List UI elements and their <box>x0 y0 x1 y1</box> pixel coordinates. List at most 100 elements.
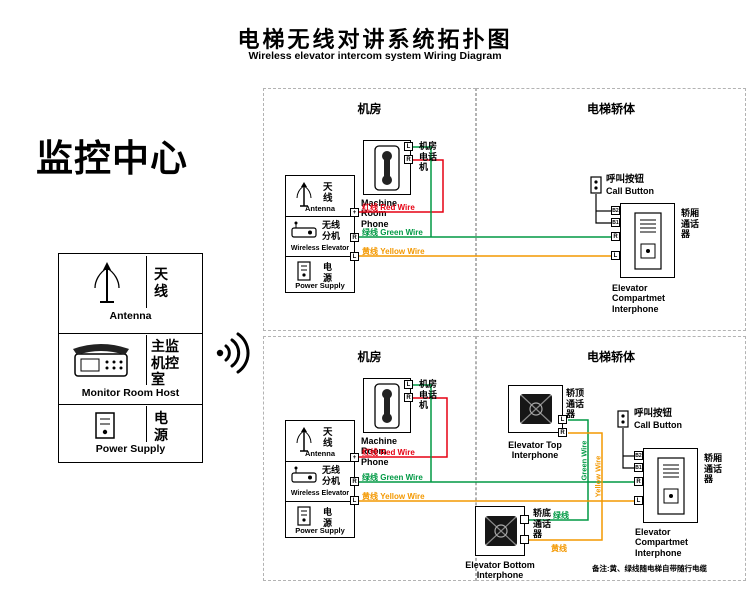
terminal-plus: + <box>350 453 359 462</box>
cell-divider <box>146 335 147 385</box>
monitor-center-heading: 监控中心 <box>36 138 188 179</box>
green-wire-label: 绿线 Green Wire <box>362 473 423 482</box>
yellow-wire-vertical-label: Yellow Wire <box>593 455 603 498</box>
terminal-l: L <box>558 415 567 424</box>
terminal-r: R <box>404 155 413 164</box>
footnote: 备注:黄、绿线随电梯自带随行电缆 <box>592 564 707 573</box>
terminal-l: L <box>350 252 359 261</box>
terminal <box>520 535 529 544</box>
wireless-power-label-cn: 电源 <box>323 262 333 283</box>
red-wire-label: 红线 Red Wire <box>362 448 415 457</box>
compartment-interphone-box <box>643 448 698 523</box>
terminal-r: R <box>558 428 567 437</box>
call-button-label-cn: 呼叫按钮 <box>606 174 645 185</box>
elevator-body-region <box>476 88 746 331</box>
monitor-antenna-label-cn: 天线 <box>154 266 168 299</box>
yellow-wire-label: 黄线 Yellow Wire <box>362 247 425 256</box>
green-wire-label: 绿线 Green Wire <box>362 228 423 237</box>
wireless-power-label-cn: 电源 <box>323 507 333 528</box>
wireless-extension-label-cn: 无线分机 <box>322 465 341 486</box>
wireless-power-label-en: Power Supply <box>295 526 345 535</box>
machine-room-region <box>263 336 476 581</box>
terminal <box>520 515 529 524</box>
panel-divider <box>59 333 202 334</box>
speaker-icon <box>485 516 517 546</box>
antenna-icon <box>94 262 120 303</box>
compartment-interphone-box <box>620 203 675 278</box>
terminal-b1: B1 <box>611 218 620 227</box>
call-button-icon <box>590 176 602 194</box>
cell-divider <box>286 216 354 217</box>
cell-divider <box>146 406 147 442</box>
page-title: 电梯无线对讲系统拓扑图 <box>237 27 513 52</box>
terminal-r: R <box>350 233 359 242</box>
monitor-host-label-en: Monitor Room Host <box>81 387 180 399</box>
panel-divider <box>59 404 202 405</box>
elevator-top-interphone-box <box>508 385 563 433</box>
machine-room-region <box>263 88 476 331</box>
monitor-host-label-cn: 主监机控室 <box>151 338 179 388</box>
terminal-r: R <box>611 232 620 241</box>
monitor-center-panel: 天线 Antenna 主监机控室 Monitor Room Host 电源 Po… <box>58 253 203 463</box>
terminal-r: R <box>404 393 413 402</box>
compartment-label-cn: 轿厢通话器 <box>704 453 723 485</box>
cell-divider <box>286 461 354 462</box>
machine-phone-label-cn: 机房电话机 <box>419 141 438 173</box>
terminal-plus: + <box>350 208 359 217</box>
terminal-b2: B2 <box>634 451 643 460</box>
wireless-extension-label-en: Wireless Elevator <box>290 490 350 497</box>
compartment-label-en: Elevator Compartmet Interphone <box>635 527 689 558</box>
antenna-icon <box>296 182 312 207</box>
bottom-interphone-label-en: Elevator Bottom Interphone <box>465 560 535 581</box>
wireless-antenna-label-en: Antenna <box>305 449 335 458</box>
monitor-power-label-cn: 电源 <box>154 410 168 443</box>
elevator-bottom-interphone-box <box>475 506 525 556</box>
section-label-elevator-body: 电梯轿体 <box>586 350 635 364</box>
wireless-antenna-label-cn: 天线 <box>323 182 333 205</box>
interphone-icon <box>634 212 662 270</box>
wireless-elevator-unit: 天线 Antenna 无线分机 Wireless Elevator 电源 Pow… <box>285 175 355 293</box>
handset-phone-icon <box>374 383 400 429</box>
wireless-antenna-label-cn: 天线 <box>323 427 333 450</box>
monitor-antenna-label-en: Antenna <box>109 310 152 322</box>
green-wire-short-label: 绿线 <box>553 511 569 520</box>
cell-divider <box>286 501 354 502</box>
antenna-icon <box>296 427 312 452</box>
wireless-extension-icon <box>291 466 317 483</box>
page-subtitle: Wireless elevator intercom system Wiring… <box>248 50 502 62</box>
compartment-label-en: Elevator Compartmet Interphone <box>612 283 666 314</box>
handset-phone-icon <box>374 145 400 191</box>
terminal-l: L <box>634 496 643 505</box>
terminal-l: L <box>404 142 413 151</box>
power-supply-icon <box>297 506 311 526</box>
top-interphone-label-en: Elevator Top Interphone <box>508 440 562 461</box>
bottom-interphone-label-cn: 轿底通话器 <box>533 508 552 540</box>
green-wire-vertical-label: Green Wire <box>579 440 589 481</box>
machine-phone-label-cn: 机房电话机 <box>419 379 438 411</box>
yellow-wire-label: 黄线 Yellow Wire <box>362 492 425 501</box>
top-interphone-label-cn: 轿顶通话器 <box>566 388 585 420</box>
cell-divider <box>286 256 354 257</box>
call-button-icon <box>617 410 629 428</box>
call-button-label-en: Call Button <box>606 186 654 196</box>
desk-phone-icon <box>73 344 129 377</box>
wireless-extension-label-en: Wireless Elevator <box>290 245 350 252</box>
cell-divider <box>146 256 147 308</box>
wireless-signal-icon <box>216 332 250 374</box>
wireless-antenna-label-en: Antenna <box>305 204 335 213</box>
call-button-label-cn: 呼叫按钮 <box>634 408 673 419</box>
section-label-elevator-body: 电梯轿体 <box>586 102 635 116</box>
terminal-r: R <box>350 477 359 486</box>
speaker-icon <box>520 394 552 424</box>
compartment-label-cn: 轿厢通话器 <box>681 208 700 240</box>
terminal-b2: B2 <box>611 206 620 215</box>
monitor-power-label-en: Power Supply <box>95 443 166 455</box>
yellow-wire-short-label: 黄线 <box>551 544 567 553</box>
terminal-b1: B1 <box>634 463 643 472</box>
terminal-r: R <box>634 477 643 486</box>
power-supply-icon <box>95 412 115 439</box>
section-label-machine-room: 机房 <box>357 350 382 364</box>
call-button-label-en: Call Button <box>634 420 682 430</box>
wireless-extension-icon <box>291 221 317 238</box>
